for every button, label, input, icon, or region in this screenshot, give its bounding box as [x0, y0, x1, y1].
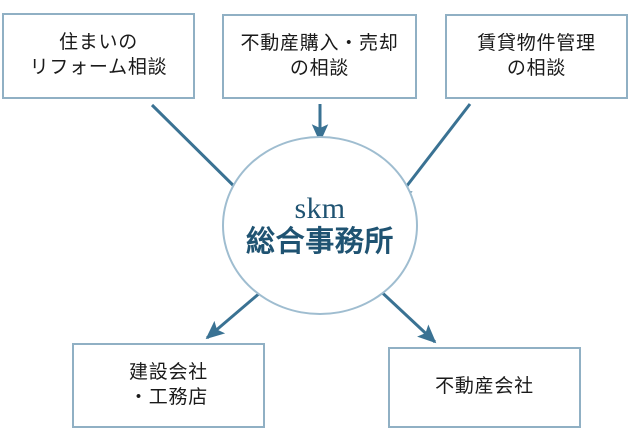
- node-hub-skm-office[interactable]: skm 総合事務所: [222, 136, 418, 315]
- node-real-estate-company[interactable]: 不動産会社: [388, 347, 581, 428]
- node-reform-consultation-line1: 住まいの: [58, 32, 139, 54]
- node-reform-consultation-line2: リフォーム相談: [29, 57, 168, 78]
- node-purchase-sale-consultation[interactable]: 不動産購入・売却 の相談: [222, 14, 417, 99]
- node-rental-management-consultation-line1: 賃貸物件管理: [477, 32, 596, 54]
- hub-title-japanese: 総合事務所: [246, 226, 394, 259]
- node-purchase-sale-consultation-line1: 不動産購入・売却: [240, 32, 399, 54]
- hub-title-latin: skm: [294, 191, 346, 225]
- node-rental-management-consultation[interactable]: 賃貸物件管理 の相談: [445, 14, 628, 99]
- node-rental-management-consultation-line2: の相談: [506, 57, 567, 79]
- node-construction-company-line2: ・工務店: [128, 386, 209, 408]
- arrow-hub-to-realestate: [373, 284, 437, 344]
- node-real-estate-company-line1: 不動産会社: [435, 376, 534, 398]
- node-reform-consultation[interactable]: 住まいの リフォーム相談: [2, 13, 195, 99]
- node-construction-company[interactable]: 建設会社 ・工務店: [72, 343, 265, 428]
- node-purchase-sale-consultation-line2: の相談: [289, 57, 350, 79]
- node-construction-company-line1: 建設会社: [128, 361, 209, 383]
